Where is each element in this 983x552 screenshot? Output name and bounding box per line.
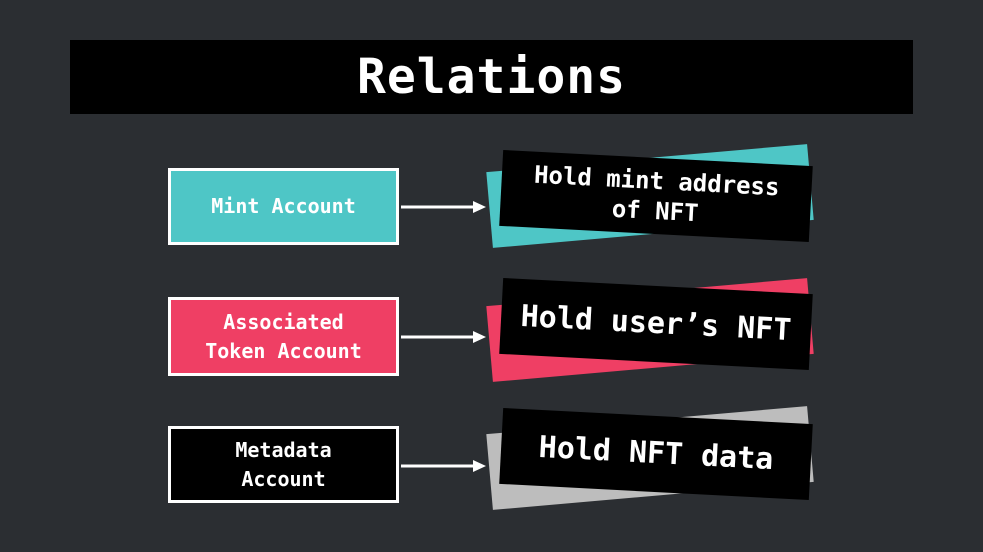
title-banner: Relations — [70, 40, 913, 114]
associated-token-account-label: Associated Token Account — [205, 309, 362, 363]
associated-token-account-box: Associated Token Account — [168, 297, 399, 376]
mint-description-card: Hold mint address of NFT — [486, 144, 814, 248]
associated-token-card-face: Hold user’s NFT — [499, 277, 813, 371]
mint-arrow — [401, 200, 486, 214]
associated-token-description-card: Hold user’s NFT — [486, 277, 814, 382]
associated-token-arrow — [401, 330, 486, 344]
diagram-title: Relations — [356, 49, 627, 105]
mint-card-face: Hold mint address of NFT — [499, 149, 813, 243]
metadata-card-face: Hold NFT data — [499, 407, 813, 501]
mint-account-box: Mint Account — [168, 168, 399, 245]
mint-description-text: Hold mint address of NFT — [533, 160, 781, 228]
metadata-account-box: Metadata Account — [168, 426, 399, 503]
metadata-account-label: Metadata Account — [235, 437, 332, 491]
metadata-arrow — [401, 459, 486, 473]
metadata-description-card: Hold NFT data — [486, 406, 814, 510]
mint-account-label: Mint Account — [211, 194, 356, 218]
associated-token-description-text: Hold user’s NFT — [519, 298, 793, 349]
metadata-description-text: Hold NFT data — [537, 429, 775, 478]
